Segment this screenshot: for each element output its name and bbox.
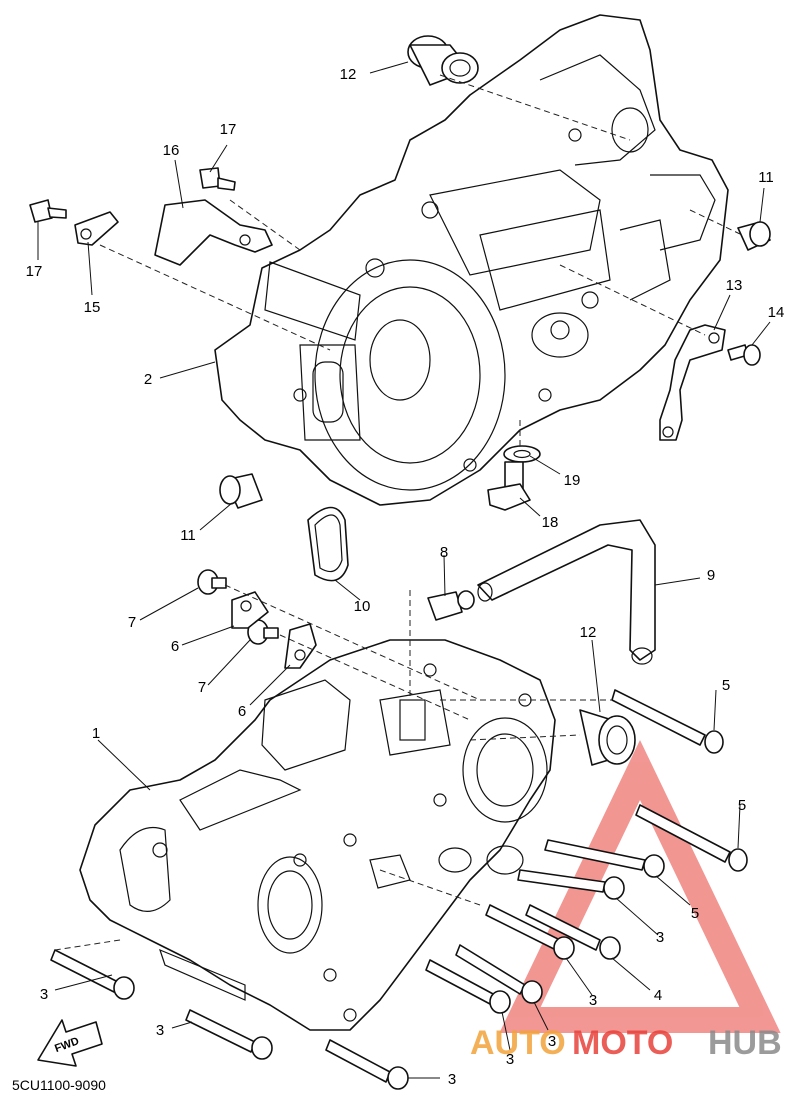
callout-18: 18 <box>542 514 559 531</box>
callout-3: 3 <box>448 1071 456 1088</box>
washer-part-19 <box>503 445 541 463</box>
bolt-part-17-left <box>29 199 67 223</box>
bolt-part-3-bottom <box>325 1039 409 1090</box>
drawing-code: 5CU1100-9090 <box>12 1077 106 1093</box>
callout-11: 11 <box>180 527 196 544</box>
callout-15: 15 <box>84 299 101 316</box>
watermark-auto: AUTO <box>470 1024 566 1062</box>
callout-7: 7 <box>198 679 206 696</box>
callout-19: 19 <box>564 472 581 489</box>
callout-7: 7 <box>128 614 136 631</box>
watermark-hub: HUB <box>708 1024 782 1062</box>
callout-3: 3 <box>506 1051 514 1068</box>
dowel-part-11-right <box>737 221 771 251</box>
forward-direction-arrow: FWD <box>37 1019 103 1067</box>
screw-part-14 <box>727 344 761 366</box>
bolt-part-3-left <box>50 949 135 1000</box>
callout-3: 3 <box>589 992 597 1009</box>
dowel-part-11-lower <box>219 473 263 509</box>
leader-lines <box>37 61 771 1079</box>
bolt-part-5-b <box>635 804 748 872</box>
plate-part-6-upper <box>231 591 269 629</box>
bolt-part-7-upper <box>197 569 227 595</box>
callout-labels: 12 17 16 17 15 11 13 14 2 19 18 11 10 8 … <box>26 66 785 1088</box>
bolt-part-3-mid <box>185 1009 273 1060</box>
callout-3: 3 <box>656 929 664 946</box>
callout-14: 14 <box>768 304 785 321</box>
callout-13: 13 <box>726 277 743 294</box>
callout-17: 17 <box>26 263 43 280</box>
callout-5: 5 <box>722 677 730 694</box>
plate-part-13 <box>659 324 726 441</box>
callout-9: 9 <box>707 567 715 584</box>
callout-3: 3 <box>548 1033 556 1050</box>
plate-part-15 <box>74 211 119 246</box>
callout-6: 6 <box>171 638 179 655</box>
bushing-part-12-lower <box>579 709 636 766</box>
callout-1: 1 <box>92 725 100 742</box>
callout-5: 5 <box>738 797 746 814</box>
callout-12: 12 <box>340 66 357 83</box>
drain-bolt-part-18 <box>487 461 531 511</box>
bracket-part-16 <box>154 199 273 266</box>
callout-3: 3 <box>156 1022 164 1039</box>
callout-2: 2 <box>144 371 152 388</box>
callout-5: 5 <box>691 905 699 922</box>
callout-12: 12 <box>580 624 597 641</box>
bolt-group-right <box>425 839 665 1014</box>
o-ring-part-10 <box>307 506 349 582</box>
crankcase-right-part-1 <box>79 639 556 1031</box>
alignment-lines <box>54 74 741 951</box>
bolt-part-5-a <box>611 689 724 754</box>
callout-17: 17 <box>220 121 237 138</box>
callout-3: 3 <box>40 986 48 1003</box>
watermark-text: AUTO MOTO HUB <box>470 1024 782 1062</box>
watermark-moto: MOTO <box>572 1024 673 1062</box>
fitting-part-8 <box>427 590 475 621</box>
crankcase-left-part-2 <box>214 14 729 506</box>
callout-6: 6 <box>238 703 246 720</box>
callout-4: 4 <box>654 987 662 1004</box>
callout-11: 11 <box>758 169 774 186</box>
callout-16: 16 <box>163 142 180 159</box>
callout-8: 8 <box>440 544 448 561</box>
callout-10: 10 <box>354 598 371 615</box>
plate-part-6-lower <box>284 623 317 669</box>
bolt-part-17-mid <box>199 167 236 191</box>
hose-part-9 <box>477 519 656 665</box>
bushing-part-12-upper <box>407 35 479 86</box>
